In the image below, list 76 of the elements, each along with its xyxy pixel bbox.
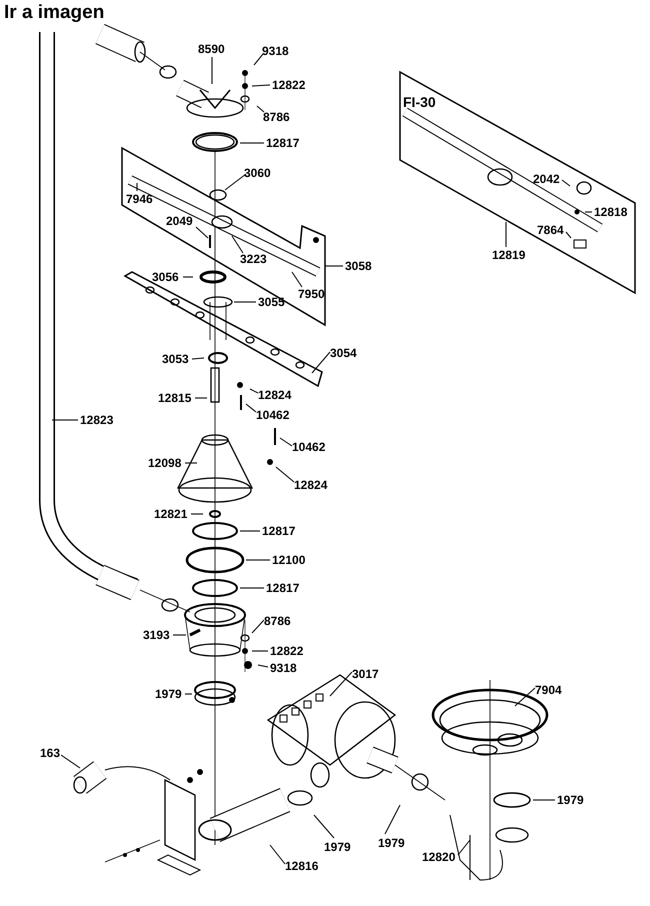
callout-number: 3060	[244, 166, 271, 180]
callout-number: 3193	[143, 628, 170, 642]
callout-number: 12816	[285, 859, 318, 873]
leader-line	[196, 226, 208, 238]
callout-number: 163	[40, 746, 60, 760]
callout-number: 3017	[352, 667, 379, 681]
leader-line	[566, 232, 572, 238]
callout-number: 10462	[256, 408, 290, 422]
leader-line	[136, 182, 138, 192]
leader-line	[252, 84, 270, 86]
callout-number: 3054	[330, 346, 357, 360]
leader-line	[330, 672, 352, 696]
callout-number: 12817	[266, 136, 300, 150]
leader-line	[232, 236, 244, 254]
leader-line	[314, 814, 334, 838]
callout-number: 12821	[154, 507, 188, 521]
callout-number: 9318	[270, 661, 297, 675]
leader-line	[250, 388, 258, 394]
leader-line	[514, 688, 536, 706]
callout-number: 8590	[198, 42, 225, 56]
leader-line	[172, 634, 186, 636]
leader-line	[60, 754, 80, 768]
leader-line	[258, 664, 268, 668]
callout-number: 12824	[294, 478, 328, 492]
callout-number: 1979	[155, 687, 182, 701]
callout-number: 12098	[148, 456, 182, 470]
callout-number: 3056	[152, 270, 179, 284]
leader-line	[252, 620, 264, 634]
callout-number: 12823	[80, 413, 114, 427]
callout-number: 7904	[535, 683, 562, 697]
callout-number: 12818	[594, 205, 628, 219]
callout-number: 10462	[292, 440, 326, 454]
callout-number: 8786	[264, 614, 291, 628]
callout-number: 1979	[324, 840, 351, 854]
leader-line	[254, 54, 264, 66]
leader-line	[246, 404, 256, 412]
leader-line	[184, 462, 198, 464]
leader-line	[276, 466, 294, 482]
callout-number: 2049	[166, 214, 193, 228]
leader-line	[256, 106, 264, 112]
leader-line	[280, 438, 292, 446]
page-title: Ir a imagen	[4, 2, 104, 24]
callout-number: 12100	[272, 553, 306, 567]
callout-number: 2042	[533, 172, 560, 186]
callout-number: 1979	[557, 793, 584, 807]
callout-number: 12824	[258, 388, 292, 402]
leader-line	[384, 804, 400, 834]
callout-number: 12817	[262, 524, 296, 538]
leader-line	[292, 272, 302, 288]
callout-number: 3055	[258, 295, 285, 309]
callout-number: 12820	[422, 850, 456, 864]
leader-line	[224, 174, 246, 190]
callout-number: 8786	[263, 110, 290, 124]
callout-number: 3058	[345, 259, 372, 273]
leader-line	[562, 180, 570, 186]
leader-line	[252, 650, 268, 652]
leader-line	[458, 840, 470, 856]
leader-line	[270, 844, 286, 864]
leader-line	[182, 276, 194, 278]
leader-line	[192, 358, 204, 360]
callout-number: 7946	[126, 192, 153, 206]
panel-heading: FI-30	[403, 95, 436, 109]
callout-number: 7950	[298, 287, 325, 301]
callout-number: 3223	[240, 252, 267, 266]
callout-number: 9318	[262, 44, 289, 58]
callout-number: 12822	[270, 644, 304, 658]
callout-number: 12815	[158, 391, 192, 405]
callout-number: 12819	[492, 248, 526, 262]
leader-line	[312, 352, 330, 374]
callout-number: 3053	[162, 352, 189, 366]
leader-line	[240, 530, 260, 532]
callout-number: 12822	[272, 78, 306, 92]
callout-number: 7864	[537, 223, 564, 237]
callout-number: 1979	[378, 836, 405, 850]
leader-line	[240, 142, 264, 144]
callout-number: 12817	[266, 581, 300, 595]
